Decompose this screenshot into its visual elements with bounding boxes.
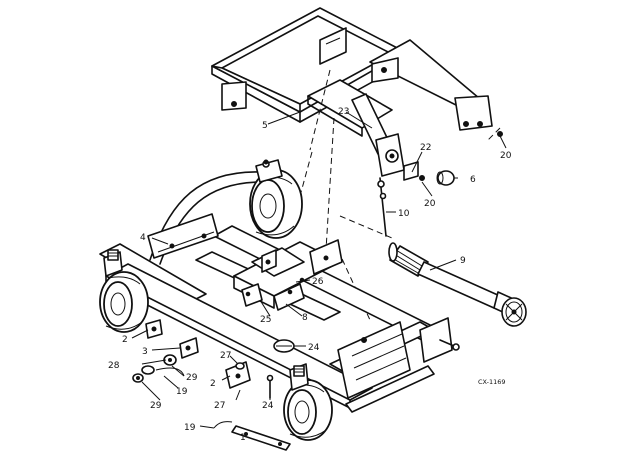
callout-29: 29 <box>186 373 198 383</box>
leader-lines <box>131 111 507 439</box>
hardware-top-right <box>263 131 503 165</box>
hardware-left <box>132 319 199 383</box>
figure-code: CX-1169 <box>478 378 506 386</box>
callout-9: 9 <box>460 256 466 266</box>
wheel-rear-top <box>249 159 303 239</box>
pad <box>273 337 367 353</box>
callout-6: 6 <box>470 175 476 185</box>
tensioner-assembly <box>375 133 425 181</box>
callout-20: 20 <box>500 151 512 161</box>
wheel-front-right <box>283 363 333 441</box>
callout-5: 5 <box>262 121 268 131</box>
lift-rod <box>377 177 387 237</box>
callout-1: 1 <box>240 433 246 443</box>
wheel-front-left <box>99 249 149 333</box>
callout-22: 22 <box>420 143 431 153</box>
callout-27-lower: 27 <box>214 401 225 411</box>
callout-8: 8 <box>302 313 308 323</box>
callout-2: 2 <box>122 335 128 345</box>
callout-24: 24 <box>308 343 320 353</box>
callout-25: 25 <box>260 315 271 325</box>
callout-10: 10 <box>398 209 410 219</box>
callout-27: 27 <box>220 351 231 361</box>
center-mount <box>233 239 343 311</box>
knob <box>436 170 455 186</box>
callout-23: 23 <box>338 107 349 117</box>
callout-19: 19 <box>176 387 188 397</box>
callout-19-lower: 19 <box>184 423 196 433</box>
callout-labels: 5 23 20 22 6 20 10 4 9 26 25 8 24 2 3 28… <box>108 107 512 443</box>
callout-4: 4 <box>140 233 146 243</box>
callout-20-lower: 20 <box>424 199 436 209</box>
lift-frame <box>211 7 493 155</box>
callout-24-lower: 24 <box>262 401 274 411</box>
callout-2-lower: 2 <box>210 379 216 389</box>
callout-28: 28 <box>108 361 120 371</box>
callout-26: 26 <box>312 277 324 287</box>
callout-3: 3 <box>142 347 148 357</box>
drive-shaft <box>388 242 527 327</box>
callout-29-lower: 29 <box>150 401 162 411</box>
hardware-center <box>213 361 291 451</box>
